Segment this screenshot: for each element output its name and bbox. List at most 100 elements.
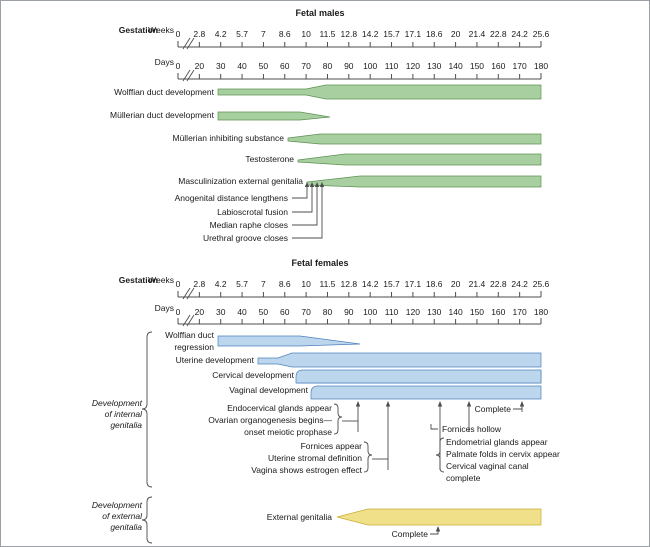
female-callout-cervical-vaginal-canal: Cervical vaginal canal bbox=[446, 461, 529, 471]
female-weeks-tick-9: 14.2 bbox=[361, 279, 379, 289]
external-genitalia-bracket bbox=[141, 496, 153, 544]
male-days-tick-3: 40 bbox=[237, 61, 247, 71]
male-weeks-tick-3: 5.7 bbox=[236, 29, 248, 39]
male-callout-labioscrotal-fusion: Labioscrotal fusion bbox=[217, 207, 288, 217]
male-bar-masculinization-external-genitalia bbox=[306, 175, 542, 188]
female-days-tick-10: 110 bbox=[384, 307, 399, 317]
female-bar-label-cervical-development: Cervical development bbox=[212, 370, 294, 380]
male-callout-median-raphe-closes: Median raphe closes bbox=[209, 220, 288, 230]
male-weeks-label: Weeks bbox=[148, 25, 174, 35]
male-weeks-tick-15: 22.8 bbox=[490, 29, 507, 39]
female-weeks-tick-2: 4.2 bbox=[214, 279, 227, 289]
male-weeks-tick-7: 11.5 bbox=[319, 29, 336, 39]
male-bar-label-mullerian-duct-development: Müllerian duct development bbox=[110, 110, 214, 120]
female-callout-fornices-hollow: Fornices hollow bbox=[442, 424, 502, 434]
male-weeks-tick-17: 25.6 bbox=[532, 29, 550, 39]
female-days-tick-11: 120 bbox=[405, 307, 420, 317]
male-bar-label-masculinization-external-genitalia: Masculinization external genitalia bbox=[178, 176, 303, 186]
male-bar-wolffian-duct-development bbox=[217, 84, 542, 100]
female-days-tick-5: 60 bbox=[280, 307, 290, 317]
female-weeks-tick-1: 2.8 bbox=[193, 279, 206, 289]
female-bar-label-wolffian-duct-regression-line1: Wolffian duct bbox=[165, 330, 214, 340]
callout-group-bracket-mid bbox=[363, 441, 388, 473]
female-callout-ovarian-organogenesis: Ovarian organogenesis begins— bbox=[208, 415, 332, 425]
male-weeks-tick-10: 15.7 bbox=[383, 29, 400, 39]
female-weeks-tick-6: 10 bbox=[301, 279, 311, 289]
male-days-tick-10: 110 bbox=[384, 61, 399, 71]
female-days-tick-15: 160 bbox=[491, 307, 506, 317]
female-days-tick-1: 20 bbox=[194, 307, 205, 317]
male-days-tick-14: 150 bbox=[469, 61, 485, 71]
female-bar-label-uterine-development: Uterine development bbox=[175, 355, 254, 365]
male-weeks-tick-5: 8.6 bbox=[278, 29, 291, 39]
female-weeks-tick-10: 15.7 bbox=[383, 279, 400, 289]
female-days-tick-16: 170 bbox=[512, 307, 527, 317]
male-callout-anogenital-distance: Anogenital distance lengthens bbox=[174, 193, 288, 203]
male-callout-leaders bbox=[292, 182, 325, 239]
male-bar-testosterone bbox=[297, 153, 542, 166]
male-days-tick-1: 20 bbox=[194, 61, 205, 71]
male-days-tick-17: 180 bbox=[533, 61, 549, 71]
male-bar-label-testosterone: Testosterone bbox=[245, 154, 294, 164]
female-section-title: Fetal females bbox=[291, 258, 349, 268]
female-days-tick-14: 150 bbox=[469, 307, 485, 317]
male-bar-label-wolffian-duct-development: Wolffian duct development bbox=[114, 87, 214, 97]
female-weeks-tick-16: 24.2 bbox=[511, 279, 528, 289]
female-weeks-tick-7: 11.5 bbox=[319, 279, 336, 289]
female-callout-complete: Complete bbox=[474, 404, 511, 414]
female-weeks-tick-14: 21.4 bbox=[468, 279, 486, 289]
male-weeks-tick-12: 18.6 bbox=[425, 29, 443, 39]
male-days-axis bbox=[177, 69, 542, 82]
male-days-tick-0: 0 bbox=[175, 61, 181, 71]
female-weeks-tick-0: 0 bbox=[175, 279, 181, 289]
male-weeks-tick-4: 7 bbox=[261, 29, 266, 39]
male-days-tick-6: 70 bbox=[301, 61, 311, 71]
female-days-tick-3: 40 bbox=[237, 307, 247, 317]
female-days-tick-4: 50 bbox=[258, 307, 269, 317]
female-days-axis bbox=[177, 314, 542, 327]
male-section-title: Fetal males bbox=[295, 8, 345, 18]
female-callout-endocervical-glands: Endocervical glands appear bbox=[227, 403, 332, 413]
female-fornices-hollow-leader bbox=[430, 424, 438, 430]
female-weeks-tick-5: 8.6 bbox=[278, 279, 291, 289]
female-callout-uterine-stromal-definition: Uterine stromal definition bbox=[267, 453, 362, 463]
female-weeks-tick-12: 18.6 bbox=[425, 279, 443, 289]
female-days-tick-9: 100 bbox=[363, 307, 378, 317]
callout-group-bracket-left bbox=[333, 403, 358, 435]
female-weeks-tick-11: 17.1 bbox=[404, 279, 422, 289]
internal-genitalia-bracket bbox=[141, 331, 153, 488]
male-days-tick-2: 30 bbox=[215, 61, 226, 71]
female-days-tick-6: 70 bbox=[301, 307, 311, 317]
male-days-tick-12: 130 bbox=[427, 61, 442, 71]
callout-group-bracket-right bbox=[435, 437, 445, 473]
male-weeks-tick-0: 0 bbox=[175, 29, 181, 39]
male-callout-urethral-groove-closes: Urethral groove closes bbox=[202, 233, 288, 243]
female-days-tick-8: 90 bbox=[344, 307, 354, 317]
female-bar-external-genitalia bbox=[336, 508, 542, 526]
male-weeks-tick-1: 2.8 bbox=[193, 29, 206, 39]
female-gestation-label: Gestation bbox=[118, 275, 158, 285]
male-weeks-tick-6: 10 bbox=[301, 29, 311, 39]
internal-genitalia-caption-line2: of internal bbox=[104, 409, 142, 419]
male-weeks-tick-14: 21.4 bbox=[468, 29, 486, 39]
male-days-tick-5: 60 bbox=[280, 61, 290, 71]
male-weeks-tick-11: 17.1 bbox=[404, 29, 422, 39]
female-bar-label-vaginal-development: Vaginal development bbox=[229, 385, 308, 395]
external-genitalia-caption-line2: of external bbox=[102, 511, 142, 521]
external-complete-leader bbox=[430, 526, 441, 535]
male-days-tick-8: 90 bbox=[344, 61, 354, 71]
female-weeks-tick-17: 25.6 bbox=[532, 279, 550, 289]
male-days-tick-4: 50 bbox=[258, 61, 269, 71]
external-genitalia-caption-line1: Development bbox=[91, 500, 142, 510]
female-callout-onset-meiotic-prophase: onset meiotic prophase bbox=[244, 427, 332, 437]
male-weeks-tick-8: 12.8 bbox=[340, 29, 358, 39]
female-weeks-tick-4: 7 bbox=[261, 279, 266, 289]
male-days-label: Days bbox=[154, 57, 174, 67]
male-days-tick-16: 170 bbox=[512, 61, 527, 71]
female-weeks-tick-15: 22.8 bbox=[490, 279, 507, 289]
female-callout-endometrial-glands: Endometrial glands appear bbox=[446, 437, 548, 447]
male-days-tick-15: 160 bbox=[491, 61, 506, 71]
female-bar-uterine-development bbox=[257, 352, 542, 368]
